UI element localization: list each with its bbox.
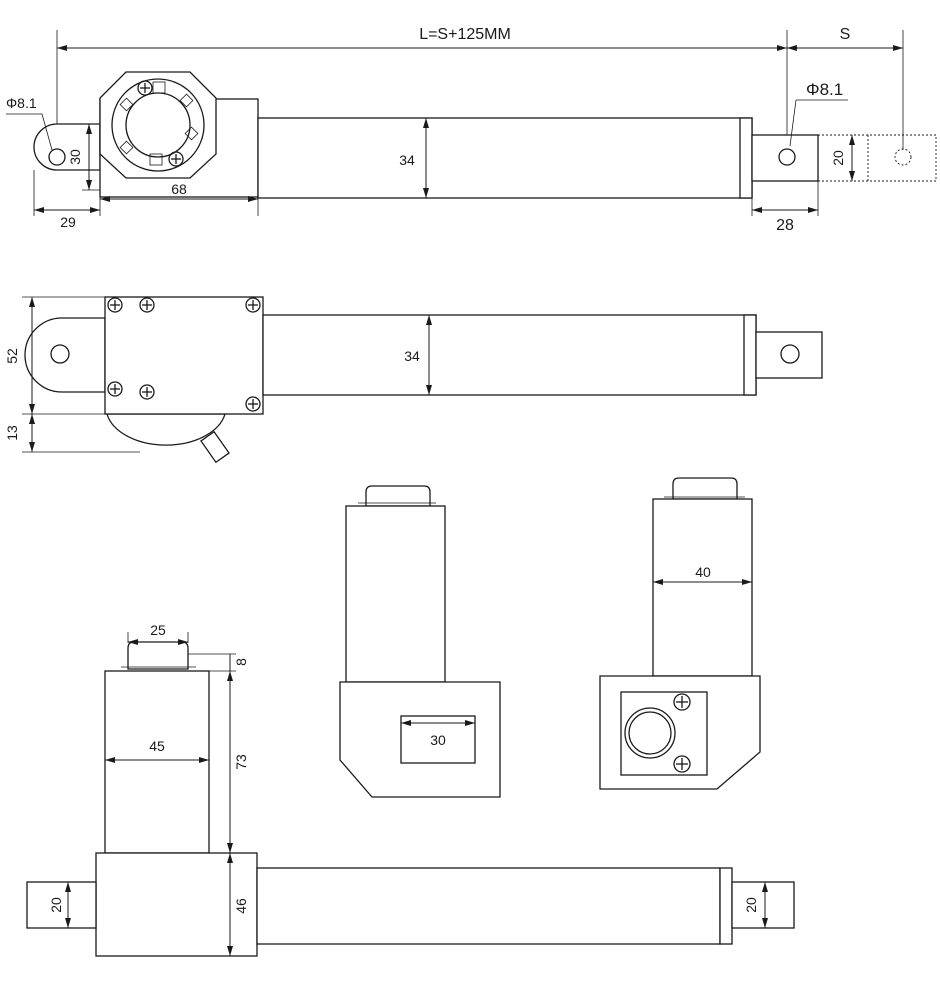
screw-icon <box>139 297 155 313</box>
top-view: L=S+125MM S Φ8.1 <box>6 26 937 234</box>
clevis-height-label: 30 <box>67 149 83 165</box>
extended-rod-outline <box>817 134 937 182</box>
tube-dia-label: 34 <box>399 152 415 168</box>
total-length-label: L=S+125MM <box>419 26 511 43</box>
extended-hole-outline <box>894 148 912 166</box>
screw-icon <box>139 384 155 400</box>
motor-width-label: 45 <box>149 738 165 754</box>
side-cap <box>106 413 226 446</box>
screw-icon <box>107 381 123 397</box>
housing-width-label: 68 <box>171 181 187 197</box>
knob-width-label: 25 <box>150 622 166 638</box>
end-knob-b <box>672 477 738 500</box>
screw-icon <box>245 396 261 412</box>
motor-face-hub <box>628 711 672 755</box>
left-hole <box>48 148 66 166</box>
end-motor-b <box>652 498 753 677</box>
rod-end <box>751 134 819 182</box>
left-clevis <box>33 123 101 171</box>
motor-cap <box>99 71 217 179</box>
side-view: 34 52 13 <box>4 296 823 464</box>
motor-face-plate <box>620 691 708 776</box>
end-motor-a <box>345 505 446 683</box>
right-rod-label: 20 <box>743 897 759 913</box>
end-view-motor: 40 <box>599 477 761 790</box>
side-tube <box>262 314 757 396</box>
front-tube <box>256 867 721 945</box>
screw-icon <box>673 755 691 773</box>
screw-icon <box>245 297 261 313</box>
window-outline <box>400 715 476 764</box>
screw-icon <box>673 693 691 711</box>
end-view-window: 30 <box>339 485 501 798</box>
clevis-offset-label: 29 <box>60 214 76 230</box>
housing-height-label: 46 <box>233 898 249 914</box>
side-height-label: 52 <box>4 348 20 364</box>
knob-height-label: 8 <box>233 658 249 666</box>
end-housing-a <box>339 681 501 798</box>
right-hole-label: Φ8.1 <box>806 80 843 99</box>
front-left-rod <box>26 881 97 929</box>
screw-icon <box>107 297 123 313</box>
motor-height-label: 73 <box>233 754 249 770</box>
left-hole-label: Φ8.1 <box>6 95 37 111</box>
front-view: 25 8 45 73 46 20 20 <box>26 622 795 957</box>
side-housing <box>104 296 264 415</box>
tube-end-cap <box>739 117 753 199</box>
screw-icon <box>168 151 184 167</box>
front-knob <box>127 641 189 670</box>
rod-end-length-label: 28 <box>776 217 794 234</box>
cap-height-label: 13 <box>4 425 20 441</box>
side-tube-dia-label: 34 <box>404 348 420 364</box>
end-housing-b <box>599 675 761 790</box>
side-knob <box>200 430 230 464</box>
end-knob-a <box>365 485 431 507</box>
side-clevis-hole <box>50 344 70 364</box>
window-width-label: 30 <box>430 732 446 748</box>
outer-tube <box>257 117 753 199</box>
stroke-label: S <box>840 26 851 43</box>
side-clevis <box>24 317 106 393</box>
front-motor <box>104 670 210 854</box>
left-rod-label: 20 <box>48 897 64 913</box>
motor-width-40-label: 40 <box>695 564 711 580</box>
side-rod-hole <box>780 344 800 364</box>
rod-end-height-label: 20 <box>830 150 846 166</box>
side-rod-end <box>755 331 823 379</box>
rod-end-hole <box>778 148 796 166</box>
screw-icon <box>137 80 153 96</box>
